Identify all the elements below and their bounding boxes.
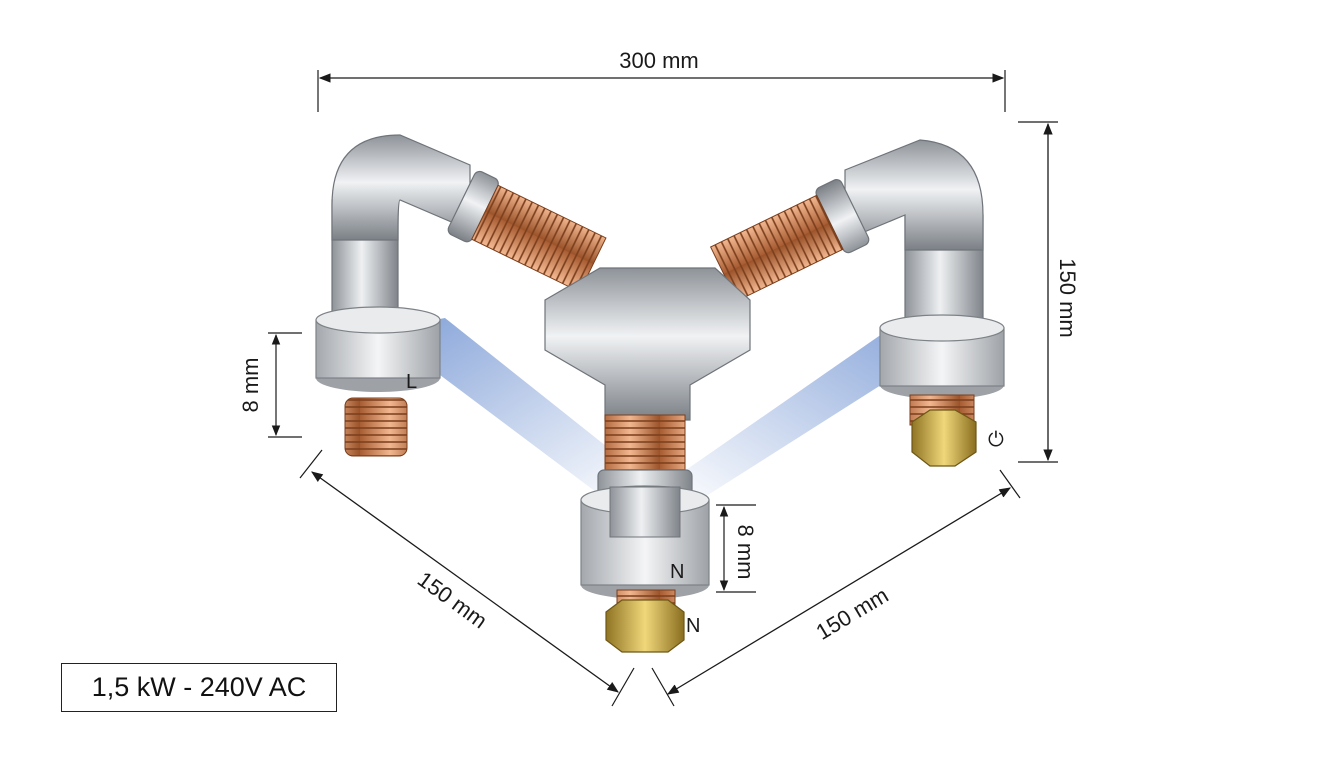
rating-text: 1,5 kW - 240V AC [91,672,307,702]
dimension-height-label: 150 mm [1055,258,1080,337]
right-arm [709,139,1005,467]
dimension-leg-right-label: 150 mm [812,582,893,644]
left-arm [315,134,607,457]
dimension-leg-left-label: 150 mm [413,566,492,633]
dimension-collar-left: 8 mm [238,332,302,438]
terminal-center-nut-label: N [686,615,700,637]
dimension-collar-center: 8 mm [716,504,758,593]
terminal-left-label: L [406,371,417,393]
glow-beam-left [380,318,655,495]
dimension-collar-center-label: 8 mm [733,525,758,580]
dimension-collar-left-label: 8 mm [238,358,263,413]
terminal-center-collar-label: N [670,561,684,583]
dimension-top: 300 mm [317,48,1006,112]
ground-symbol-icon: ⏻ [988,427,1004,451]
dimension-width-label: 300 mm [619,48,698,73]
rating-label-box: 1,5 kW - 240V AC [61,663,337,712]
dimension-right: 150 mm [1018,121,1080,463]
